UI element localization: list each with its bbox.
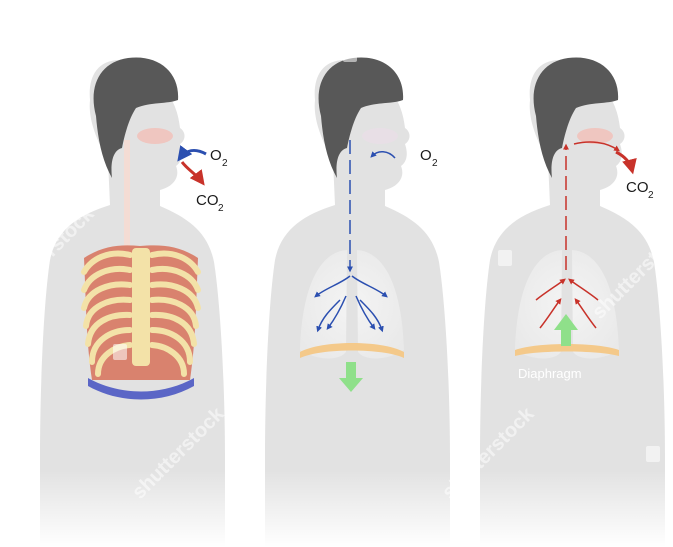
nasal-cavity: [362, 128, 398, 144]
rib-cage: [84, 245, 198, 399]
exhale-label-subscript: 2: [648, 190, 654, 201]
inhale-label-subscript: 2: [432, 158, 438, 169]
watermark-icon: [498, 250, 512, 266]
trachea: [124, 140, 130, 250]
inhale-label-subscript: 2: [222, 158, 228, 169]
nasal-cavity: [137, 128, 173, 144]
watermark-icon: [113, 344, 127, 360]
inhale-label: O: [210, 147, 222, 164]
watermark-icon: [343, 46, 357, 62]
watermark-icon: [36, 52, 50, 68]
exhale-label-subscript: 2: [218, 203, 224, 214]
watermark-icon: [646, 446, 660, 462]
exhale-label: CO: [196, 192, 219, 209]
diaphragm-label: Diaphragm: [518, 366, 582, 381]
exhale-label: CO: [626, 179, 649, 196]
inhale-arrow: [180, 151, 206, 158]
bottom-fade: [0, 470, 673, 547]
exhale-arrow: [182, 162, 202, 182]
inhale-label: O: [420, 147, 432, 164]
watermark-text: shutterstock: [438, 22, 539, 123]
